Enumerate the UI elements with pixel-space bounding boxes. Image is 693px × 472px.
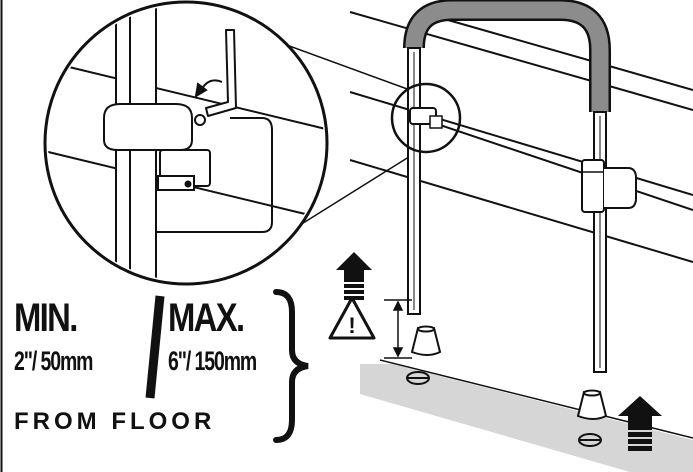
floor-marks	[406, 371, 602, 447]
max-title: MAX.	[168, 296, 245, 340]
from-floor-label: FROM FLOOR	[14, 408, 216, 435]
hex-key-icon	[205, 29, 237, 117]
detail-loupe	[43, 0, 329, 286]
rotate-arrow-icon	[194, 79, 223, 98]
up-arrow-icon	[336, 252, 372, 300]
bed-handle	[390, 0, 637, 373]
max-value: 6"/ 150mm	[168, 346, 257, 376]
min-max-slash	[145, 295, 165, 399]
brace	[273, 289, 309, 443]
rubber-feet	[410, 325, 608, 420]
up-arrow-icon	[618, 396, 662, 451]
height-dimension	[384, 299, 412, 359]
bed-rails	[349, 11, 693, 263]
warning-mark: !	[348, 313, 355, 338]
warning-triangle-icon: !	[328, 296, 376, 340]
min-title: MIN.	[14, 296, 78, 340]
min-value: 2"/ 50mm	[14, 346, 93, 376]
